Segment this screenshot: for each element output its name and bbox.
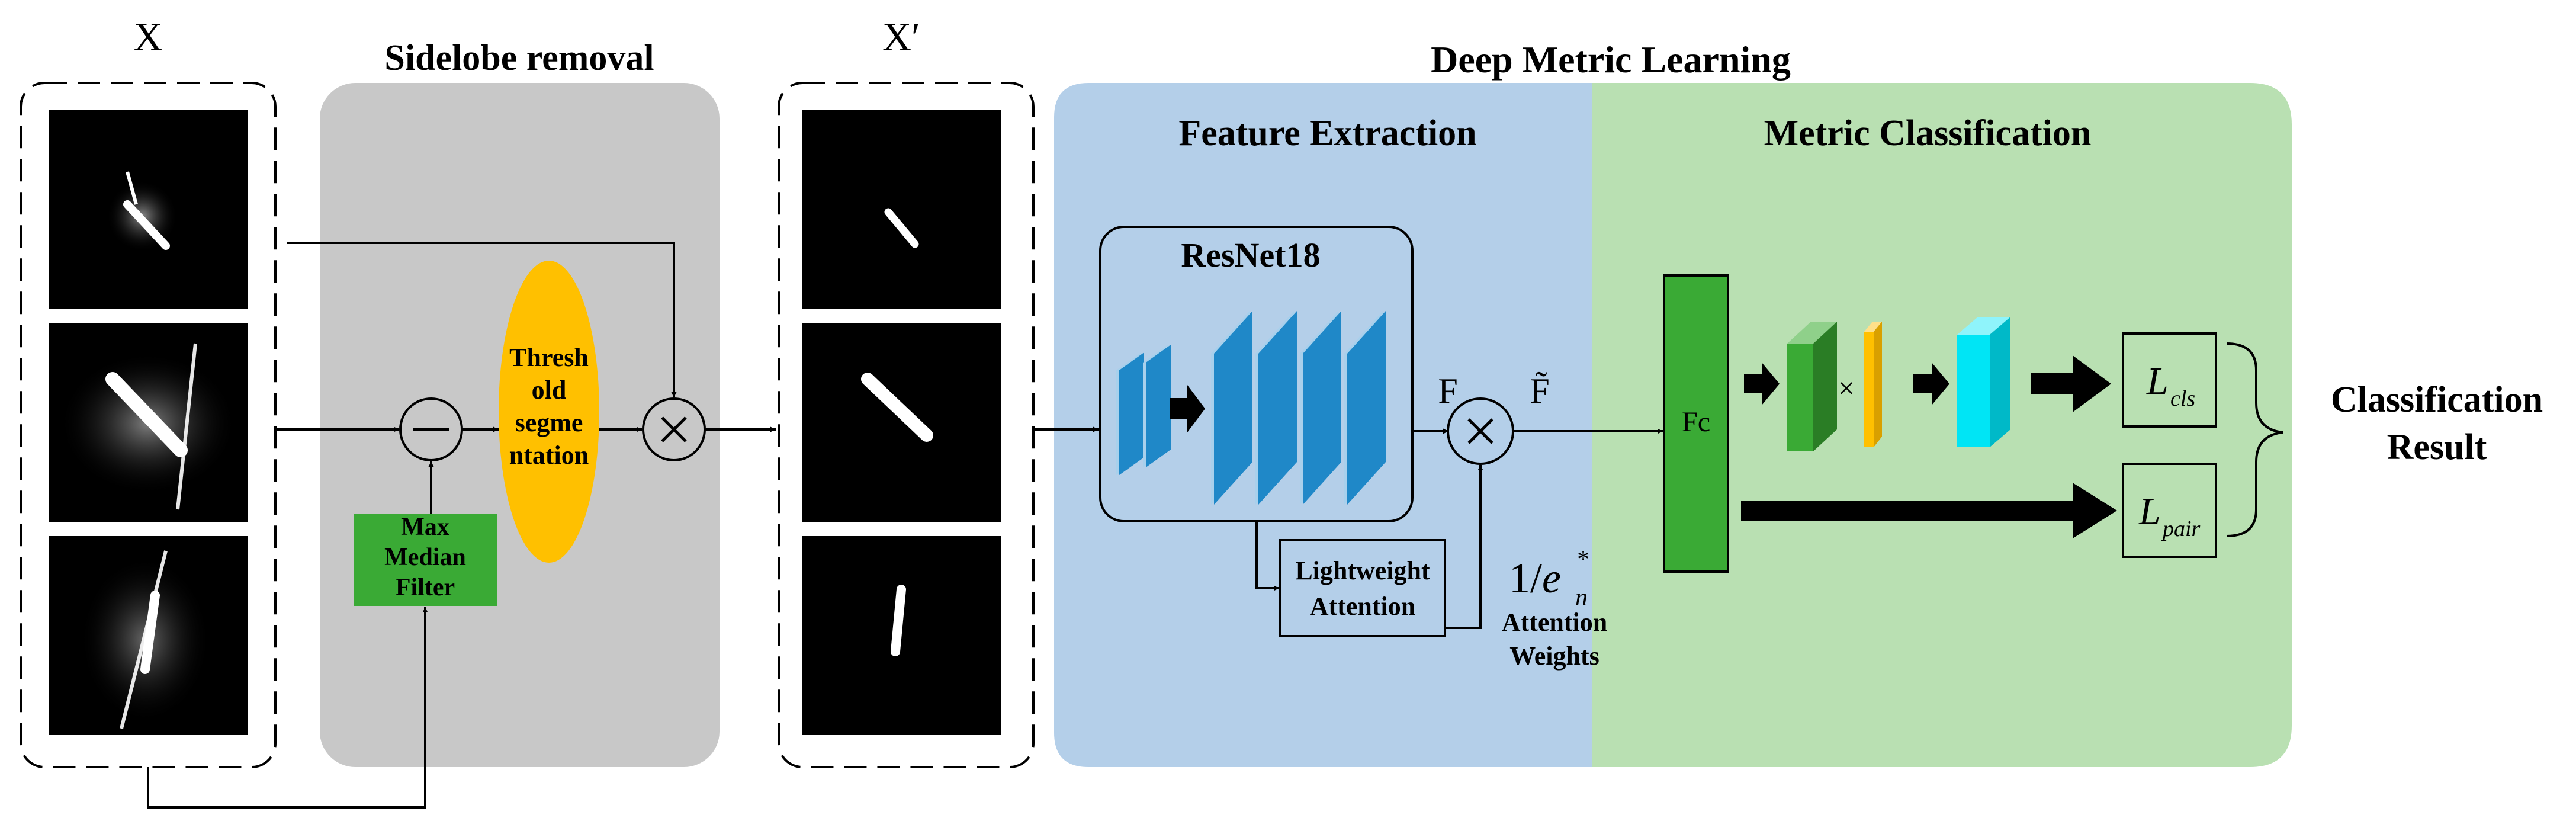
yellow-weight-block [1864, 322, 1882, 447]
result-brace [2226, 342, 2283, 537]
fc-label: Fc [1682, 406, 1710, 438]
deep-metric-learning-title: Deep Metric Learning [1431, 39, 1791, 81]
attention-formula-superscript: * [1577, 546, 1589, 573]
threshold-segmentation-node [499, 261, 599, 563]
input-images-group [20, 82, 277, 768]
classification-result-line1: Classification [2331, 380, 2543, 420]
sidelobe-removal-title: Sidelobe removal [384, 38, 654, 78]
loss-pair-subscript: pair [2161, 517, 2201, 541]
max-median-label-line2: Median [384, 544, 466, 571]
resnet18-label: ResNet18 [1181, 236, 1320, 274]
loss-cls-box [2122, 332, 2217, 428]
input-image-3 [49, 536, 248, 735]
fc-output-arrow [1744, 363, 1780, 405]
max-median-label-line3: Filter [396, 574, 455, 601]
input-image-1 [49, 110, 248, 309]
resnet-small-layers [1116, 345, 1171, 475]
pair-loss-arrow [1741, 483, 2117, 538]
loss-pair-label: L [2138, 490, 2161, 533]
processed-image-3 [802, 536, 1001, 735]
threshold-label-line4: ntation [509, 441, 589, 470]
max-median-filter-node [354, 514, 497, 606]
attention-weights-line2: Weights [1509, 641, 1599, 671]
fc-layer [1663, 274, 1729, 573]
loss-pair-box [2122, 463, 2217, 558]
processed-image-1 [802, 110, 1001, 309]
processed-image-2 [802, 323, 1001, 522]
metric-classification-title: Metric Classification [1764, 113, 2092, 153]
small-times-symbol: × [1838, 371, 1855, 405]
max-median-label-line1: Max [401, 514, 449, 541]
weighted-output-arrow [1913, 363, 1949, 405]
processed-images-group [778, 82, 1035, 768]
metric-classification-panel [1592, 83, 2292, 767]
feature-f-tilde-label: F̃ [1530, 371, 1549, 410]
attention-formula: 1/e [1509, 554, 1561, 602]
resnet-large-layers [1211, 311, 1386, 505]
threshold-label-line1: Thresh [509, 343, 589, 372]
resnet-transition-arrow [1170, 385, 1205, 432]
classification-result-line2: Result [2387, 427, 2487, 467]
output-x-label: X′ [882, 14, 920, 59]
sidelobe-connectors [147, 242, 776, 809]
classification-loss-arrow [2031, 355, 2111, 412]
cyan-feature-block [1957, 317, 2010, 447]
threshold-label-line2: old [532, 376, 567, 405]
lightweight-label-line2: Attention [1310, 592, 1415, 621]
attention-connectors [1255, 465, 1483, 629]
attention-formula-subscript: n [1575, 584, 1588, 611]
feature-f-label: F [1438, 371, 1457, 410]
feature-extraction-title: Feature Extraction [1178, 113, 1476, 153]
attention-weights-line1: Attention [1502, 608, 1607, 637]
threshold-label-line3: segme [515, 408, 583, 437]
loss-cls-subscript: cls [2170, 386, 2195, 411]
input-x-label: X [133, 14, 162, 59]
loss-cls-label: L [2146, 360, 2169, 403]
input-image-2 [49, 323, 248, 522]
lightweight-attention-block [1279, 539, 1446, 637]
green-feature-block [1787, 322, 1837, 451]
lightweight-label-line1: Lightweight [1295, 556, 1430, 585]
